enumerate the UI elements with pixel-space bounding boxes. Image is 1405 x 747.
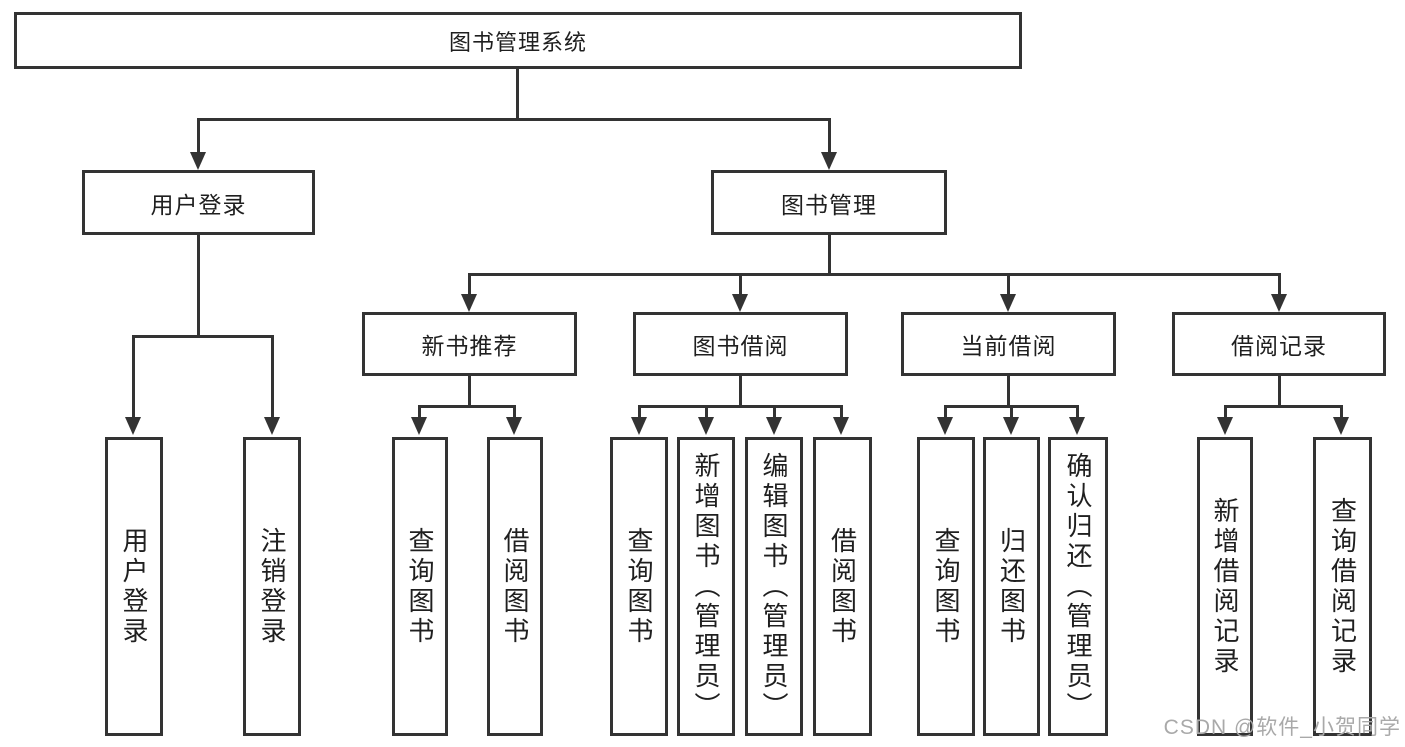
- connector-line: [739, 376, 742, 407]
- connector-line: [1278, 273, 1281, 296]
- arrow-down-icon: [1333, 417, 1349, 435]
- leaf-user-login: 用户登录: [105, 437, 163, 736]
- connector-line: [468, 376, 471, 407]
- leaf-recommend-query-books-label: 查询图书: [405, 526, 435, 647]
- leaf-current-query-books: 查询图书: [917, 437, 975, 736]
- connector-line: [1076, 405, 1079, 419]
- arrow-down-icon: [766, 417, 782, 435]
- connector-line: [638, 405, 641, 419]
- connector-line: [1007, 273, 1010, 296]
- arrow-down-icon: [1271, 294, 1287, 312]
- node-new-book-recommend-label: 新书推荐: [421, 333, 518, 359]
- leaf-user-login-label: 用户登录: [119, 526, 149, 647]
- node-borrowing-records: 借阅记录: [1172, 312, 1386, 376]
- arrow-down-icon: [631, 417, 647, 435]
- connector-line: [944, 405, 947, 419]
- connector-line: [197, 235, 200, 335]
- node-book-management-label: 图书管理: [781, 191, 877, 218]
- node-library-system-label: 图书管理系统: [448, 29, 587, 55]
- leaf-borrowing-query-books-label: 查询图书: [624, 526, 654, 647]
- connector-line: [132, 335, 274, 338]
- arrow-down-icon: [506, 417, 522, 435]
- connector-line: [1007, 376, 1010, 407]
- connector-line: [418, 405, 421, 419]
- connector-line: [1224, 405, 1227, 419]
- leaf-add-borrow-record: 新增借阅记录: [1197, 437, 1253, 736]
- leaf-return-books-label: 归还图书: [996, 526, 1027, 647]
- leaf-query-borrow-record-label: 查询借阅记录: [1327, 496, 1358, 677]
- connector-line: [513, 405, 516, 419]
- arrow-down-icon: [698, 417, 714, 435]
- arrow-down-icon: [732, 294, 748, 312]
- connector-line: [197, 118, 200, 154]
- node-book-management: 图书管理: [711, 170, 947, 235]
- leaf-edit-books-admin-label: 编辑图书（管理员）: [759, 451, 789, 722]
- arrow-down-icon: [1069, 417, 1085, 435]
- connector-line: [840, 405, 843, 419]
- leaf-recommend-query-books: 查询图书: [392, 437, 448, 736]
- arrow-down-icon: [1217, 417, 1233, 435]
- arrow-down-icon: [1003, 417, 1019, 435]
- connector-line: [705, 405, 708, 419]
- connector-line: [197, 118, 831, 121]
- connector-line: [773, 405, 776, 419]
- node-current-borrowing-label: 当前借阅: [960, 333, 1057, 359]
- connector-line: [1340, 405, 1343, 419]
- leaf-logout-label: 注销登录: [257, 526, 287, 647]
- csdn-watermark: CSDN @软件_小贺同学: [1163, 716, 1401, 739]
- connector-line: [739, 273, 742, 296]
- arrow-down-icon: [125, 417, 141, 435]
- leaf-recommend-borrow-books-label: 借阅图书: [500, 526, 530, 647]
- arrow-down-icon: [461, 294, 477, 312]
- node-user-login: 用户登录: [82, 170, 315, 235]
- leaf-borrowing-borrow-books: 借阅图书: [813, 437, 872, 736]
- node-book-borrowing: 图书借阅: [633, 312, 848, 376]
- connector-line: [1224, 405, 1342, 408]
- leaf-current-query-books-label: 查询图书: [931, 526, 961, 647]
- connector-line: [418, 405, 516, 408]
- leaf-confirm-return-admin: 确认归还（管理员）: [1048, 437, 1108, 736]
- arrow-down-icon: [937, 417, 953, 435]
- connector-line: [468, 273, 471, 296]
- node-new-book-recommend: 新书推荐: [362, 312, 577, 376]
- connector-line: [638, 405, 843, 408]
- connector-line: [516, 68, 519, 118]
- connector-line: [271, 335, 274, 419]
- connector-line: [468, 273, 1281, 276]
- leaf-add-books-admin: 新增图书（管理员）: [677, 437, 735, 736]
- leaf-add-borrow-record-label: 新增借阅记录: [1210, 496, 1240, 677]
- connector-line: [132, 335, 135, 419]
- leaf-add-books-admin-label: 新增图书（管理员）: [691, 451, 721, 722]
- arrow-down-icon: [411, 417, 427, 435]
- arrow-down-icon: [190, 152, 206, 170]
- leaf-edit-books-admin: 编辑图书（管理员）: [745, 437, 803, 736]
- connector-line: [1010, 405, 1013, 419]
- connector-line: [828, 118, 831, 154]
- node-book-borrowing-label: 图书借阅: [692, 333, 789, 359]
- arrow-down-icon: [1000, 294, 1016, 312]
- leaf-query-borrow-record: 查询借阅记录: [1313, 437, 1372, 736]
- leaf-confirm-return-admin-label: 确认归还（管理员）: [1063, 451, 1093, 722]
- leaf-logout: 注销登录: [243, 437, 301, 736]
- leaf-recommend-borrow-books: 借阅图书: [487, 437, 543, 736]
- leaf-return-books: 归还图书: [983, 437, 1040, 736]
- arrow-down-icon: [821, 152, 837, 170]
- arrow-down-icon: [833, 417, 849, 435]
- node-user-login-label: 用户登录: [150, 191, 247, 218]
- connector-line: [1278, 376, 1281, 407]
- node-library-system: 图书管理系统: [14, 12, 1022, 69]
- leaf-borrowing-query-books: 查询图书: [610, 437, 668, 736]
- leaf-borrowing-borrow-books-label: 借阅图书: [827, 526, 858, 647]
- connector-line: [828, 235, 831, 275]
- node-current-borrowing: 当前借阅: [901, 312, 1116, 376]
- arrow-down-icon: [264, 417, 280, 435]
- node-borrowing-records-label: 借阅记录: [1231, 333, 1327, 359]
